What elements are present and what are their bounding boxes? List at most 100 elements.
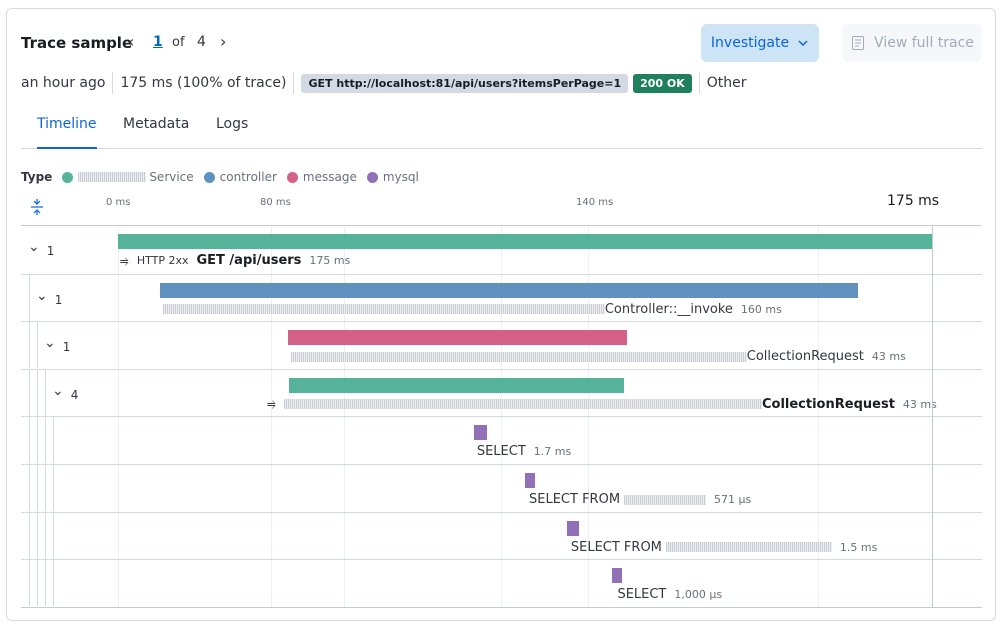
indent-guide bbox=[37, 465, 38, 511]
indent-guide bbox=[45, 560, 46, 607]
indent-guide bbox=[29, 322, 30, 369]
chevron-down-icon[interactable]: ⌄ bbox=[28, 239, 40, 255]
row-toggle[interactable]: ⌄4 bbox=[52, 383, 79, 403]
view-full-trace-button[interactable]: View full trace bbox=[842, 24, 982, 62]
indent-guide bbox=[37, 322, 38, 369]
span-bar[interactable] bbox=[287, 330, 628, 346]
child-count: 4 bbox=[70, 387, 79, 402]
tab-metadata[interactable]: Metadata bbox=[123, 116, 190, 132]
row-toggle[interactable]: ⌄1 bbox=[44, 335, 71, 355]
indent-guide bbox=[53, 560, 54, 607]
pager-of-text: of bbox=[172, 35, 185, 50]
tab-logs[interactable]: Logs bbox=[216, 116, 249, 132]
view-full-trace-label: View full trace bbox=[874, 35, 974, 51]
divider bbox=[112, 72, 114, 94]
span-prefix: HTTP 2xx bbox=[136, 254, 189, 267]
panel-title: Trace sample bbox=[21, 34, 133, 52]
span-name[interactable]: SELECT bbox=[476, 444, 526, 460]
indent-guide bbox=[45, 417, 46, 464]
indent-guide bbox=[29, 369, 30, 416]
child-count: 1 bbox=[54, 292, 63, 307]
trace-meta-row: an hour ago 175 ms (100% of trace) GET h… bbox=[21, 72, 747, 94]
legend-dot bbox=[366, 171, 378, 183]
indent-guide bbox=[29, 417, 30, 464]
redacted-text bbox=[665, 542, 832, 553]
row-toggle[interactable]: ⌄1 bbox=[28, 239, 55, 259]
span-duration: 43 ms bbox=[871, 350, 906, 364]
span-name[interactable]: SELECT FROM bbox=[570, 539, 662, 555]
chevron-down-icon[interactable]: ⌄ bbox=[36, 287, 48, 304]
axis-tick: 0 ms bbox=[106, 197, 131, 208]
span-bar[interactable] bbox=[289, 377, 625, 393]
indent-guide bbox=[29, 560, 30, 607]
span-bar[interactable] bbox=[612, 568, 623, 584]
trace-duration: 175 ms (100% of trace) bbox=[120, 75, 287, 91]
chevron-down-icon[interactable]: ⌄ bbox=[44, 335, 56, 352]
legend-label: mysql bbox=[382, 170, 419, 184]
span-label: CollectionRequest 43 ms bbox=[290, 349, 906, 365]
span-name[interactable]: SELECT bbox=[617, 587, 667, 603]
tabs-bar: Timeline Metadata Logs bbox=[21, 108, 982, 149]
chevron-down-icon[interactable]: ⌄ bbox=[52, 382, 64, 399]
span-bar[interactable] bbox=[118, 234, 932, 249]
indent-guide bbox=[37, 512, 38, 559]
span-name[interactable]: SELECT FROM bbox=[529, 492, 621, 507]
investigate-button[interactable]: Investigate bbox=[701, 24, 819, 62]
legend-type-label: Type bbox=[21, 170, 53, 184]
tab-timeline[interactable]: Timeline bbox=[37, 116, 97, 149]
span-bar[interactable] bbox=[566, 520, 579, 536]
indent-guide bbox=[37, 417, 38, 464]
span-name[interactable]: Controller::__invoke bbox=[604, 301, 733, 317]
span-bar[interactable] bbox=[525, 473, 535, 488]
child-count: 1 bbox=[46, 244, 55, 258]
indent-guide bbox=[37, 369, 38, 416]
legend-label: message bbox=[302, 170, 357, 184]
next-sample-icon[interactable]: › bbox=[220, 32, 227, 51]
span-bar[interactable] bbox=[159, 282, 858, 298]
span-name[interactable]: CollectionRequest bbox=[746, 349, 864, 365]
url-badge: GET http://localhost:81/api/users?itemsP… bbox=[301, 73, 629, 93]
row-toggle[interactable]: ⌄1 bbox=[36, 288, 63, 308]
divider bbox=[698, 72, 700, 94]
timeline-row[interactable]: SELECT 1,000 µs bbox=[21, 559, 982, 607]
axis-tick: 80 ms bbox=[260, 197, 291, 208]
span-duration: 1,000 µs bbox=[674, 588, 723, 602]
legend-label: controller bbox=[219, 170, 277, 184]
indent-guide bbox=[45, 512, 46, 559]
span-bar[interactable] bbox=[473, 425, 487, 441]
total-pages: 4 bbox=[197, 34, 206, 50]
span-label: SELECT 1.7 ms bbox=[477, 444, 571, 459]
current-page-link[interactable]: 1 bbox=[153, 34, 163, 50]
timeline-row[interactable]: SELECT 1.7 ms bbox=[21, 416, 982, 464]
legend-label: Service bbox=[149, 170, 194, 184]
legend-item-message: message bbox=[286, 170, 357, 184]
child-count: 1 bbox=[62, 340, 71, 355]
prev-sample-icon[interactable]: ‹ bbox=[128, 32, 135, 51]
axis-tick: 140 ms bbox=[576, 197, 614, 208]
span-duration: 1.7 ms bbox=[533, 445, 572, 459]
redacted-text bbox=[162, 304, 605, 315]
span-name[interactable]: GET /api/users bbox=[196, 253, 302, 268]
span-name[interactable]: CollectionRequest bbox=[761, 396, 895, 412]
trace-end-line bbox=[932, 226, 933, 607]
indent-guide bbox=[29, 465, 30, 511]
indent-guide bbox=[37, 560, 38, 607]
collapse-all-icon[interactable] bbox=[28, 198, 46, 216]
span-duration: 43 ms bbox=[902, 397, 937, 411]
legend-dot bbox=[62, 171, 74, 183]
legend-dot bbox=[286, 171, 298, 183]
other-label: Other bbox=[706, 75, 747, 91]
transaction-icon: ⥤ bbox=[120, 253, 129, 267]
time-ago: an hour ago bbox=[21, 75, 106, 91]
